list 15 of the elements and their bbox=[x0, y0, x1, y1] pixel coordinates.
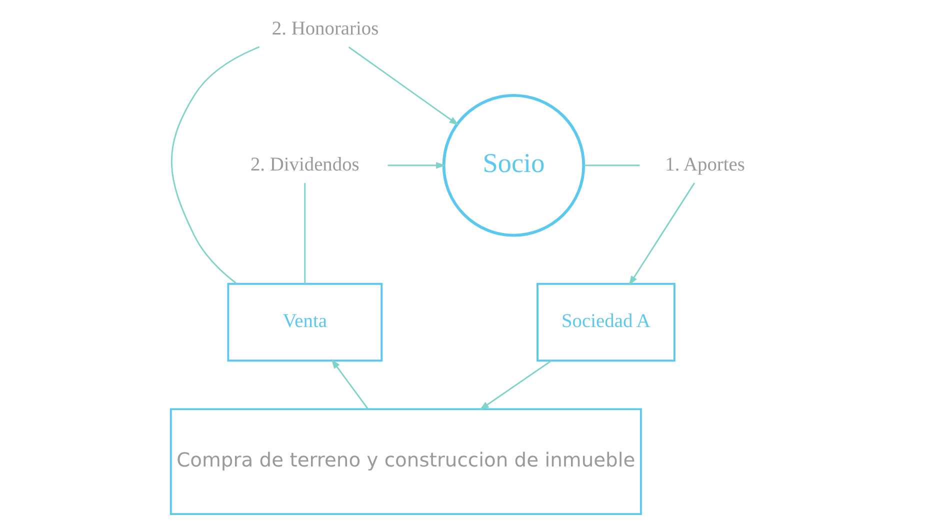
node-box: Sociedad A bbox=[536, 282, 675, 362]
node-text: 1. Aportes bbox=[664, 154, 744, 176]
node-circle: Socio bbox=[442, 94, 585, 237]
arrow bbox=[348, 46, 458, 126]
connector bbox=[583, 164, 640, 166]
arrow bbox=[628, 182, 695, 286]
arrow bbox=[330, 359, 368, 410]
node-box: Compra de terreno y construccion de inmueble bbox=[169, 408, 642, 516]
node-box: Venta bbox=[226, 282, 382, 362]
arrow bbox=[478, 360, 552, 410]
arrow bbox=[387, 162, 446, 169]
node-text: 2. Dividendos bbox=[250, 154, 359, 176]
connector bbox=[304, 182, 306, 284]
node-text: 2. Honorarios bbox=[271, 18, 378, 40]
connector bbox=[170, 46, 260, 284]
